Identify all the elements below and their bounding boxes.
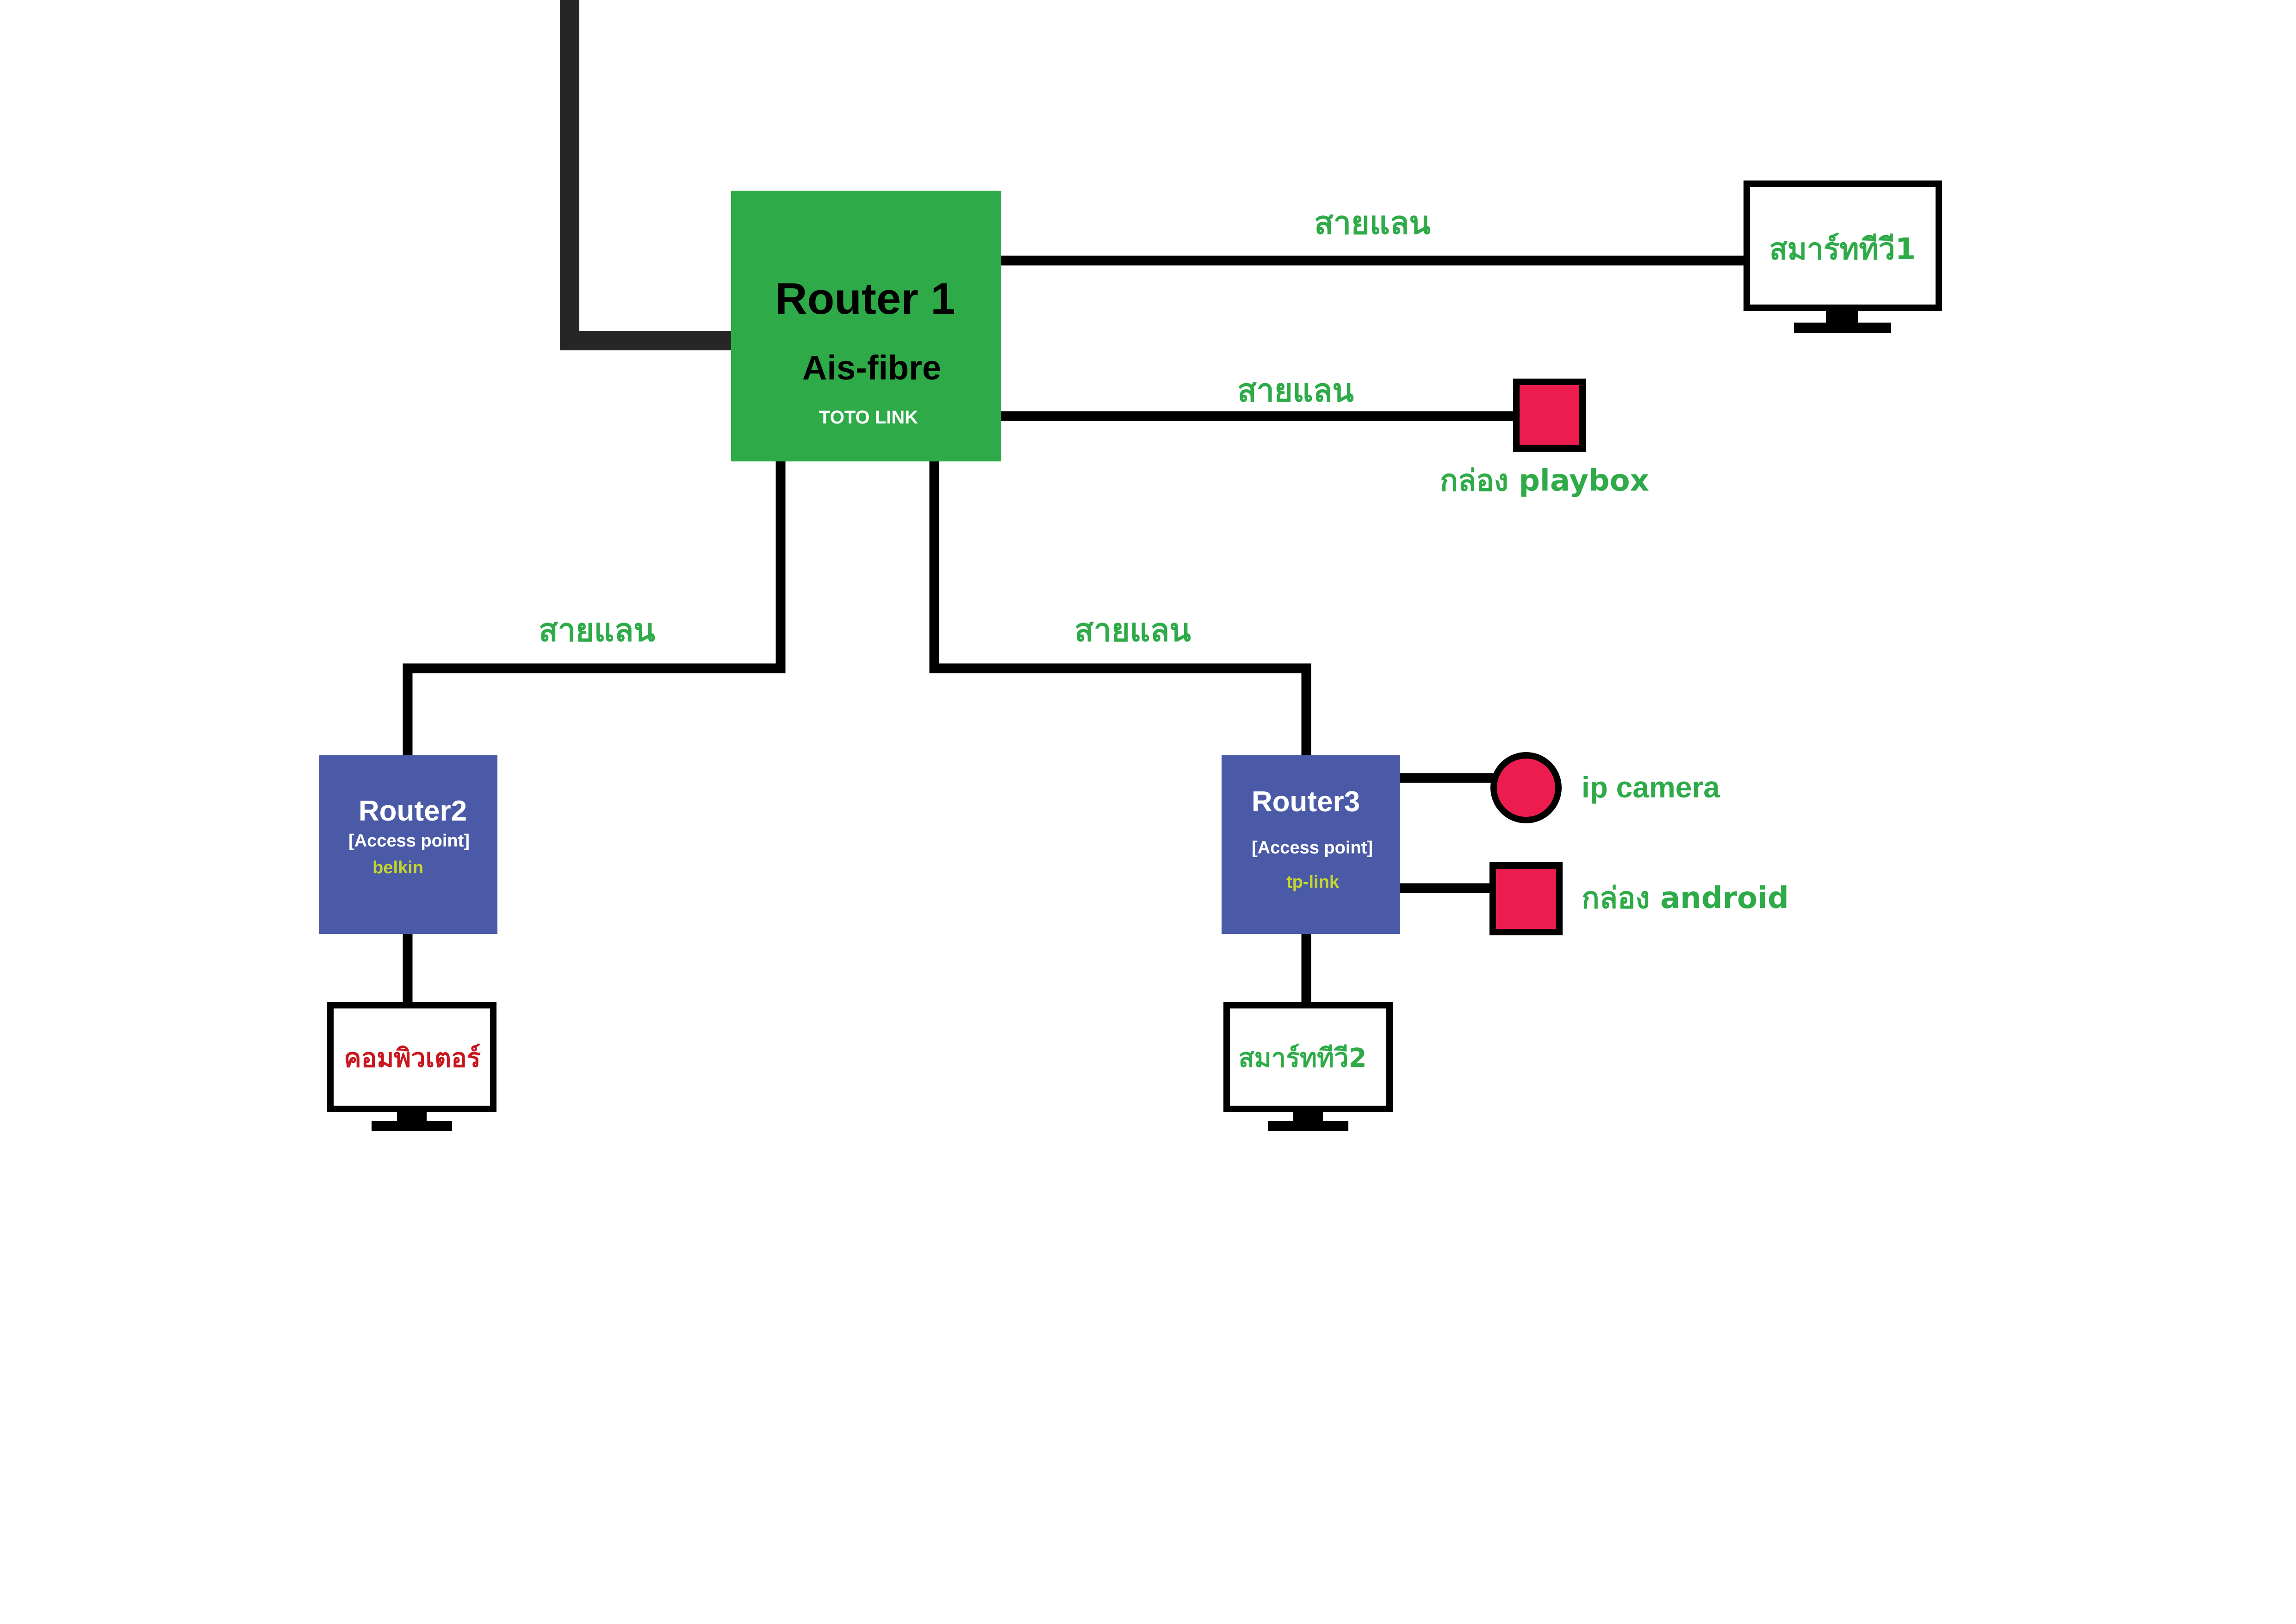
router2-brand: belkin bbox=[372, 858, 423, 877]
router2-box bbox=[319, 755, 497, 934]
computer-device: คอมพิวเตอร์ bbox=[327, 1002, 496, 1131]
computer-neck bbox=[397, 1109, 427, 1123]
uplink-cable bbox=[560, 0, 734, 350]
android-box-label: กล่อง android bbox=[1582, 881, 1789, 915]
smart-tv-2-base bbox=[1268, 1121, 1348, 1131]
cable-router1-router3 bbox=[929, 460, 1311, 756]
router1-title: Router 1 bbox=[775, 274, 955, 324]
smart-tv-1-label: สมาร์ททีวี1 bbox=[1769, 232, 1916, 267]
ip-camera-circle bbox=[1490, 752, 1562, 823]
ip-camera-device: ip camera bbox=[1490, 752, 1720, 823]
router2-node: Router2 [Access point] belkin bbox=[319, 755, 497, 934]
android-box-device: กล่อง android bbox=[1489, 862, 1789, 935]
router1-subtitle: Ais-fibre bbox=[802, 348, 941, 387]
router3-title: Router3 bbox=[1252, 786, 1360, 818]
smart-tv-1-base bbox=[1794, 323, 1891, 333]
router1-brand: TOTO LINK bbox=[819, 407, 918, 428]
smart-tv-2-label: สมาร์ททีวี2 bbox=[1239, 1043, 1367, 1073]
router1-node: Router 1 Ais-fibre TOTO LINK bbox=[731, 191, 1001, 461]
smart-tv-1-neck bbox=[1826, 308, 1858, 324]
playbox-label: กล่อง playbox bbox=[1440, 464, 1649, 498]
lan-cables bbox=[403, 255, 1747, 1003]
router3-node: Router3 [Access point] tp-link bbox=[1222, 755, 1400, 934]
playbox-device: กล่อง playbox bbox=[1440, 379, 1649, 498]
android-box-square bbox=[1489, 862, 1563, 935]
router3-box bbox=[1222, 755, 1400, 934]
computer-base bbox=[372, 1121, 452, 1131]
lan-label-smarttv1: สายแลน bbox=[1314, 205, 1431, 242]
router2-title: Router2 bbox=[359, 795, 467, 827]
smart-tv-2-screen bbox=[1223, 1002, 1393, 1112]
cable-router1-router2 bbox=[403, 460, 786, 756]
ip-camera-label: ip camera bbox=[1582, 771, 1720, 804]
playbox-square bbox=[1513, 379, 1586, 452]
smart-tv-2-neck bbox=[1293, 1109, 1323, 1123]
lan-label-router2: สายแลน bbox=[539, 612, 655, 649]
router1-box bbox=[731, 191, 1001, 461]
router3-brand: tp-link bbox=[1286, 872, 1340, 892]
computer-label: คอมพิวเตอร์ bbox=[344, 1043, 481, 1073]
smart-tv-2: สมาร์ททีวี2 bbox=[1223, 1002, 1393, 1131]
lan-label-playbox: สายแลน bbox=[1237, 373, 1354, 409]
lan-label-router3: สายแลน bbox=[1074, 612, 1191, 649]
router3-mode: [Access point] bbox=[1252, 838, 1373, 858]
smart-tv-1: สมาร์ททีวี1 bbox=[1744, 180, 1942, 333]
computer-screen bbox=[327, 1002, 496, 1112]
router2-mode: [Access point] bbox=[348, 831, 470, 851]
